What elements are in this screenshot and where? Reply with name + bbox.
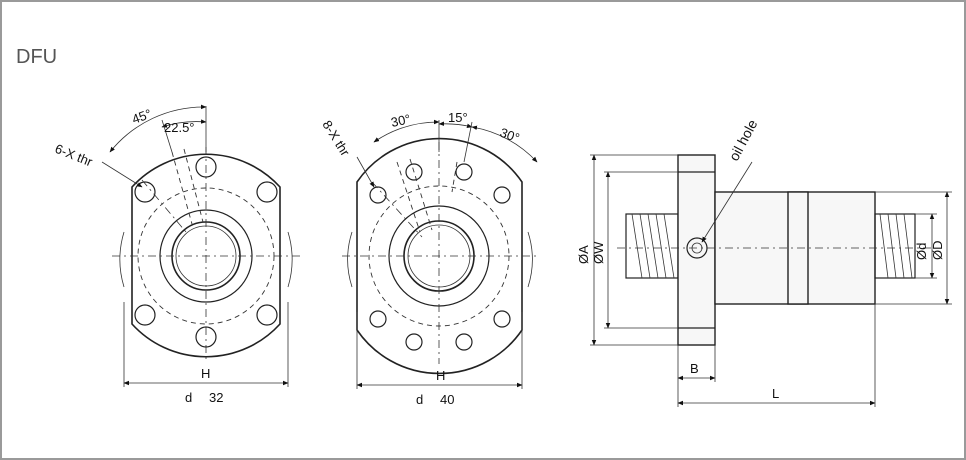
middle-h-label: H [436,368,445,383]
left-d-value: 32 [209,390,223,405]
left-thread-label: 6-X thr [53,141,95,170]
right-thread-hatch [879,213,913,279]
left-d-label: d [185,390,192,405]
middle-d-value: 40 [440,392,454,407]
dia-d-large-label: ØD [930,241,945,261]
dia-w-label: ØW [591,241,606,264]
dia-d-small-label: Ød [914,243,929,260]
middle-bolt-holes [369,163,511,351]
b-label: B [690,361,699,376]
l-label: L [772,386,779,401]
page-title: DFU [16,46,58,68]
left-flange-outline [131,153,281,358]
left-thread-hatch [631,213,675,279]
middle-front-view: 30° 15° 30° 8-X thr H d 40 [319,110,538,407]
left-h-label: H [201,366,210,381]
flange-body [677,154,716,346]
left-front-view: 45° 22.5° 6-X thr H d 32 [53,104,302,405]
middle-d-label: d [416,392,423,407]
side-view: oil hole ØA ØW Ød ØD B [576,117,952,407]
oil-hole-label: oil hole [726,117,761,164]
middle-angle-30-right: 30° [498,125,522,146]
middle-thread-label: 8-X thr [319,118,353,160]
middle-angle-15: 15° [448,110,468,125]
middle-angle-30-left: 30° [390,111,412,130]
left-angle-22-5: 22.5° [164,120,195,135]
dia-a-label: ØA [576,245,591,264]
left-angle-45: 45° [130,106,154,127]
